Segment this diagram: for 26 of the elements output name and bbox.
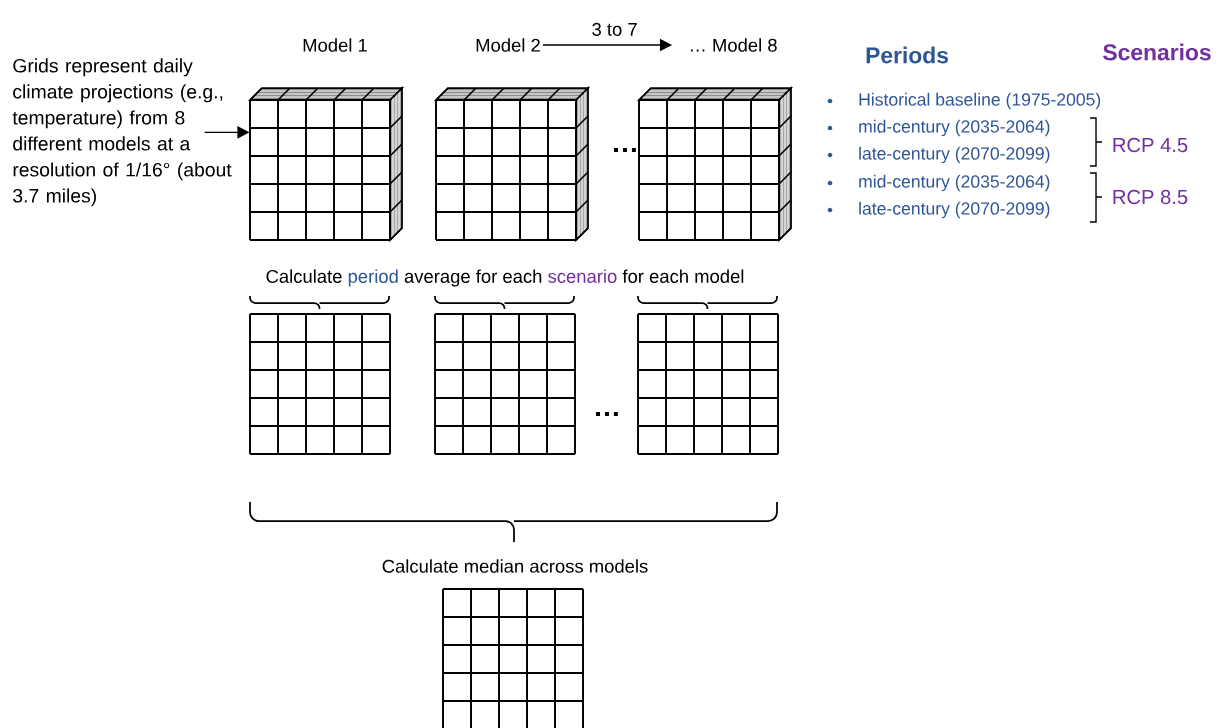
label: Calculate [266,269,342,283]
grid-drawing [442,588,584,728]
label: period [348,269,398,287]
list-item: mid-century (2035-2064) [859,119,1050,137]
label: average for each [404,269,542,287]
scenario-label: RCP 4.5 [1113,137,1188,153]
list-item: late-century (2070-2099) [859,146,1050,164]
grid-drawing [249,313,391,455]
heading: Periods [866,46,948,64]
label: for each model [622,269,744,283]
model-heading: Model 2 [476,38,540,52]
model-heading: … Model 8 [690,38,777,52]
model-heading: Model 1 [303,38,367,52]
ellipsis: … [614,147,636,153]
instruction-text: Calculate period average for each scenario for each model [266,269,744,287]
list-item: late-century (2070-2099) [859,201,1050,219]
scenario-label: RCP 8.5 [1113,189,1188,205]
edge-label: 3 to 7 [592,22,637,36]
list-item: Historical baseline (1975-2005) [859,92,1101,110]
heading: Scenarios [1103,43,1211,61]
grid-drawing [434,313,576,455]
list-item: mid-century (2035-2064) [859,174,1050,192]
description-text: Grids represent daily climate projections (e.g., temperature) from 8 different models at a resolution of 1/16° (about 3.7 miles) [12,58,232,207]
ellipsis: … [596,411,618,417]
grid-drawing [637,313,779,455]
label: scenario [548,269,617,283]
